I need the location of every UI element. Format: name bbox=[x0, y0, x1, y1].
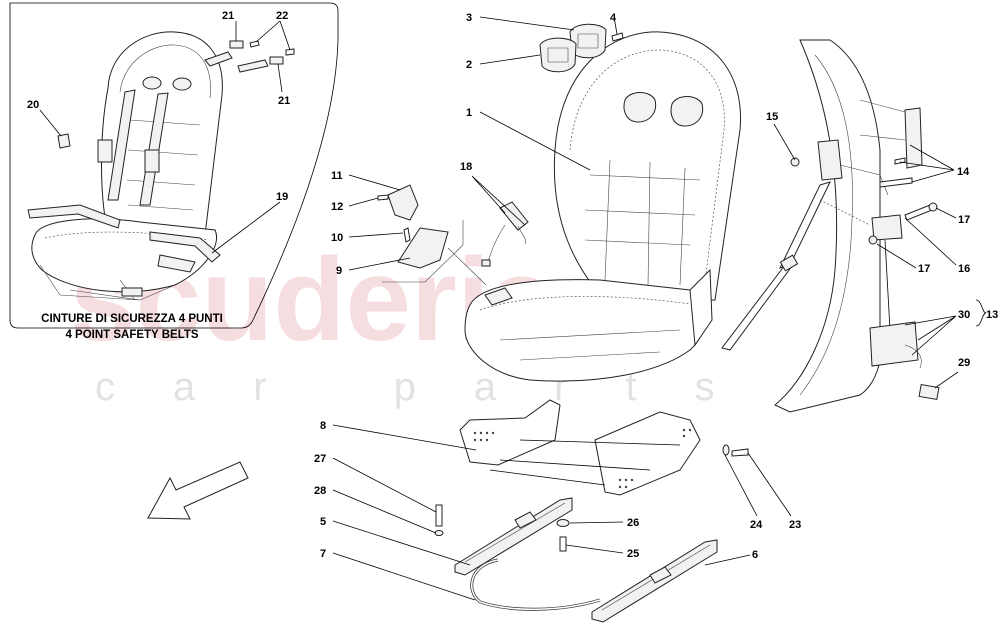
part-22-screw-b bbox=[285, 48, 295, 56]
part-18-seatbelt-buckle bbox=[481, 201, 529, 267]
callout-21-bottom: 21 bbox=[278, 95, 290, 107]
callout-28: 28 bbox=[314, 485, 326, 497]
callout-17-upper: 17 bbox=[958, 214, 970, 226]
direction-arrow bbox=[147, 461, 249, 520]
part-5-slide-rail bbox=[454, 497, 573, 576]
inset-seat-illustration bbox=[27, 31, 269, 301]
inset-caption-line2: 4 POINT SAFETY BELTS bbox=[65, 329, 198, 341]
callout-6: 6 bbox=[752, 549, 758, 561]
part-17-nut-upper bbox=[928, 202, 938, 212]
part-24-washer bbox=[722, 444, 730, 456]
part-11-bracket bbox=[387, 184, 419, 221]
part-10-screw bbox=[403, 227, 411, 243]
part-2-shoulder-pad bbox=[539, 37, 577, 73]
part-21-clip-top bbox=[229, 40, 244, 49]
callout-20: 20 bbox=[27, 99, 39, 111]
callout-19: 19 bbox=[276, 191, 288, 203]
callout-11: 11 bbox=[331, 170, 343, 182]
part-20-buckle bbox=[57, 133, 71, 149]
watermark-subtitle: car parts bbox=[95, 365, 773, 409]
part-27-bolt bbox=[435, 504, 443, 527]
callout-9: 9 bbox=[336, 265, 342, 277]
callout-23: 23 bbox=[789, 519, 801, 531]
part-22-screw-a bbox=[249, 40, 260, 48]
pillar-seatbelt-assembly bbox=[721, 39, 923, 413]
inset-frame bbox=[9, 2, 339, 329]
part-8-seat-frame bbox=[459, 399, 701, 496]
callout-21-top: 21 bbox=[222, 10, 234, 22]
callout-29: 29 bbox=[958, 357, 970, 369]
part-9-bracket-line bbox=[382, 220, 464, 283]
callout-18: 18 bbox=[460, 161, 472, 173]
callout-8: 8 bbox=[320, 420, 326, 432]
inset-caption-line1: CINTURE DI SICUREZZA 4 PUNTI bbox=[41, 313, 223, 325]
part-26-washer bbox=[556, 519, 570, 527]
callout-26: 26 bbox=[627, 517, 639, 529]
part-3-shoulder-pad bbox=[569, 23, 607, 59]
bracket-13 bbox=[975, 299, 987, 327]
part-21-clip-bottom bbox=[269, 56, 284, 65]
part-12-screw bbox=[377, 194, 389, 201]
callout-10: 10 bbox=[331, 232, 343, 244]
part-23-bolt bbox=[731, 448, 749, 457]
part-6-slide-rail bbox=[591, 539, 718, 623]
part-15-nut bbox=[790, 157, 800, 167]
callout-5: 5 bbox=[320, 516, 326, 528]
callout-25: 25 bbox=[627, 548, 639, 560]
callout-30: 30 bbox=[958, 309, 970, 321]
part-14-bolt-a bbox=[894, 157, 906, 165]
callout-4: 4 bbox=[610, 12, 617, 24]
callout-13: 13 bbox=[986, 309, 998, 321]
callout-1: 1 bbox=[466, 107, 472, 119]
part-4-screw bbox=[611, 32, 624, 42]
part-2-inner bbox=[547, 47, 569, 63]
callout-24: 24 bbox=[750, 519, 763, 531]
callout-7: 7 bbox=[320, 548, 326, 560]
part-7-release-bar bbox=[470, 558, 601, 611]
part-25-bolt bbox=[559, 536, 567, 552]
callout-14: 14 bbox=[957, 166, 970, 178]
part-29-connector bbox=[918, 383, 940, 401]
callout-12: 12 bbox=[331, 201, 343, 213]
part-28-washer bbox=[434, 530, 444, 536]
main-seat-illustration bbox=[464, 31, 742, 382]
callout-15: 15 bbox=[766, 111, 778, 123]
part-9-plate bbox=[397, 227, 449, 269]
callout-16: 16 bbox=[958, 263, 970, 275]
callout-3: 3 bbox=[466, 12, 472, 24]
part-14-bolt-b bbox=[879, 177, 913, 188]
callout-17-lower: 17 bbox=[918, 263, 930, 275]
part-17-nut-lower bbox=[868, 235, 878, 245]
part-16-bolt bbox=[904, 204, 933, 221]
callout-22: 22 bbox=[276, 10, 288, 22]
part-3-inner bbox=[577, 33, 599, 49]
callout-27: 27 bbox=[314, 453, 326, 465]
callout-2: 2 bbox=[466, 59, 472, 71]
